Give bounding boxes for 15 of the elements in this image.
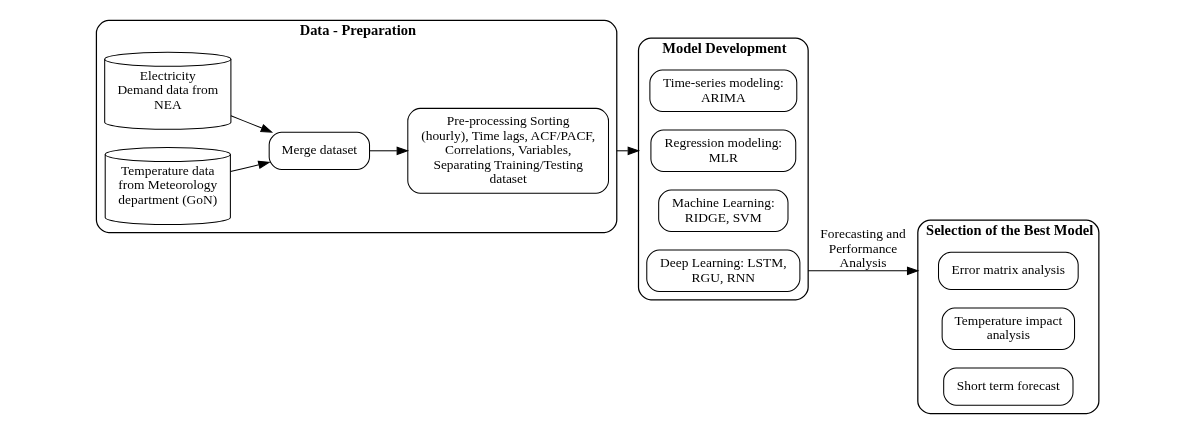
arrow	[229, 160, 271, 172]
node-box: Machine Learning: RIDGE, SVM	[657, 189, 788, 232]
arrow	[229, 115, 273, 133]
node-box: Error matrix analysis	[937, 251, 1079, 290]
node-box: Short term forecast	[942, 367, 1073, 406]
arrow	[615, 146, 640, 156]
node-box: Temperature impact analysis	[941, 307, 1075, 350]
node-box: Merge dataset	[268, 131, 370, 170]
edge-label: Forecasting and Performance Analysis	[819, 226, 906, 271]
node-box: Pre-processing Sorting (hourly), Time lags, ACF/PACF, Correlations, Variables, Separating Training/Testing dataset	[406, 107, 609, 194]
arrow	[368, 146, 409, 156]
arrow	[807, 266, 919, 276]
node-box: Deep Learning: LSTM, RGU, RNN	[645, 249, 800, 292]
node-box: Regression modeling: MLR	[649, 129, 796, 172]
node-box: Time-series modeling: ARIMA	[648, 69, 797, 112]
